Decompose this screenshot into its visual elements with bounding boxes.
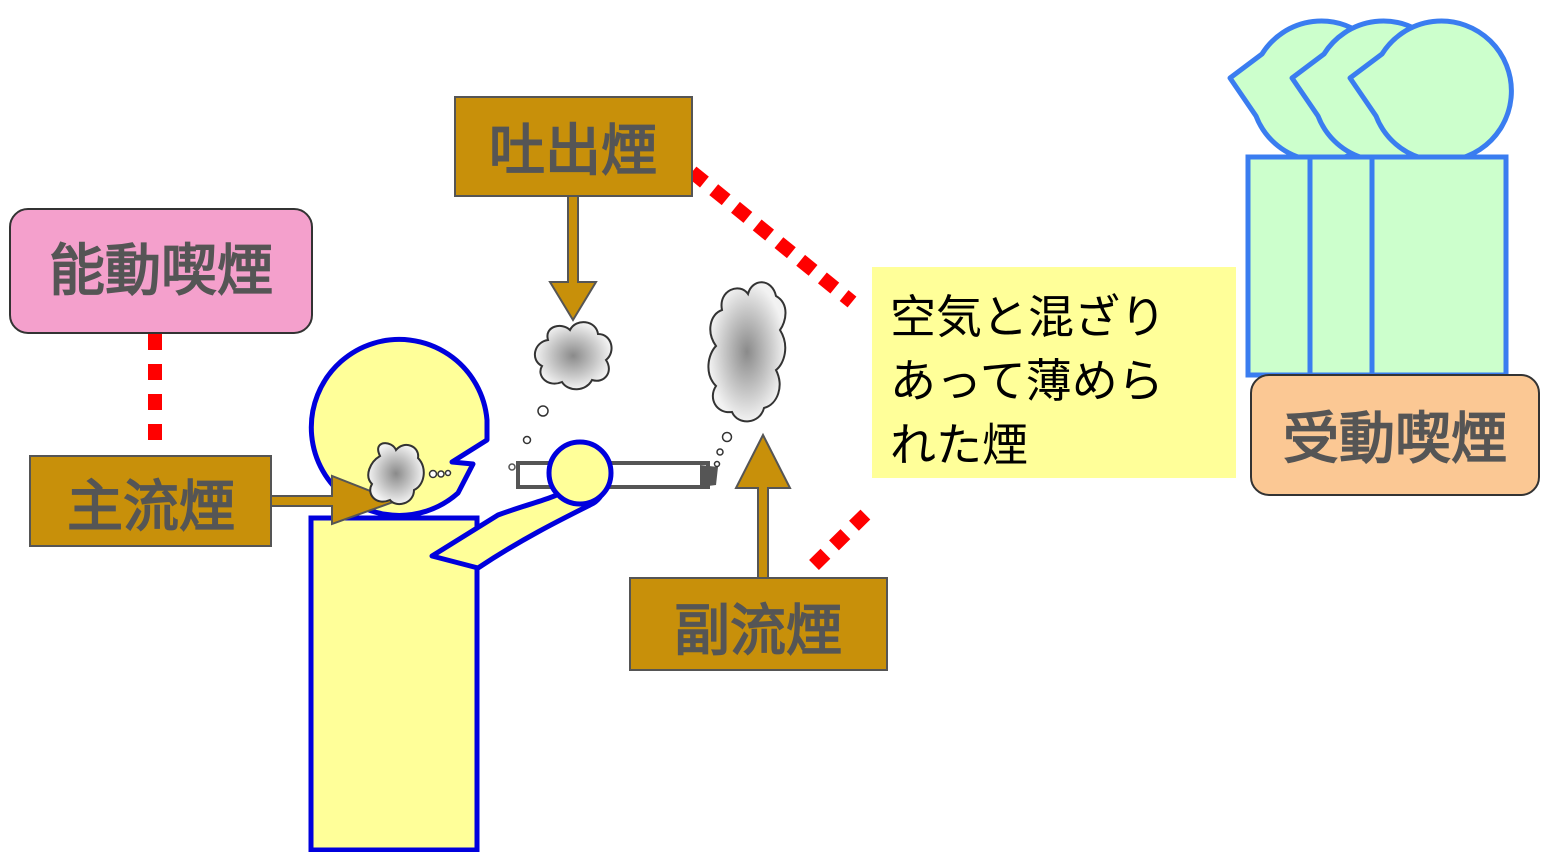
sidestream-arrow-icon bbox=[734, 432, 792, 579]
dotted-links bbox=[148, 166, 873, 570]
mainstream-smoke-group: 主流煙 bbox=[29, 455, 399, 547]
sidestream-smoke-cloud bbox=[707, 281, 787, 468]
exhaled-smoke-text: 吐出煙 bbox=[489, 119, 657, 184]
smoke-cloud-icon bbox=[367, 281, 787, 506]
link-exhaled-to-note bbox=[687, 166, 857, 308]
diluted-smoke-note: 空気と混ざり あって薄めら れた煙 bbox=[872, 267, 1236, 478]
sidestream-smoke-text: 副流煙 bbox=[674, 599, 842, 664]
passive-smoking-text: 受動喫煙 bbox=[1283, 407, 1507, 472]
note-line-2: あって薄めら bbox=[890, 354, 1164, 408]
active-smoking-text: 能動喫煙 bbox=[49, 239, 273, 304]
note-line-1: 空気と混ざり bbox=[890, 290, 1166, 344]
exhaled-smoke-group: 吐出煙 bbox=[454, 96, 693, 322]
note-line-3: れた煙 bbox=[890, 418, 1028, 472]
passive-smoking-label: 受動喫煙 bbox=[1250, 374, 1540, 496]
mouth-smoke bbox=[367, 442, 452, 506]
exhaled-arrow-icon bbox=[548, 195, 598, 322]
exhaled-smoke-box bbox=[454, 96, 693, 197]
sidestream-smoke-box bbox=[629, 577, 888, 671]
passive-body-3 bbox=[1369, 154, 1509, 378]
exhaled-smoke-cloud bbox=[522, 321, 613, 445]
mainstream-smoke-box bbox=[29, 455, 272, 547]
sidestream-smoke-group: 副流煙 bbox=[629, 432, 888, 671]
smoker-body bbox=[308, 515, 480, 852]
smoker-hand bbox=[546, 439, 614, 507]
mainstream-arrow-icon bbox=[270, 474, 399, 526]
mainstream-smoke-text: 主流煙 bbox=[67, 475, 235, 540]
cigarette-icon bbox=[508, 461, 718, 489]
passive-head-3 bbox=[1347, 18, 1514, 164]
active-smoking-label: 能動喫煙 bbox=[9, 208, 313, 334]
people-group-icon bbox=[1227, 18, 1514, 378]
link-sidestream-to-note bbox=[809, 507, 873, 570]
